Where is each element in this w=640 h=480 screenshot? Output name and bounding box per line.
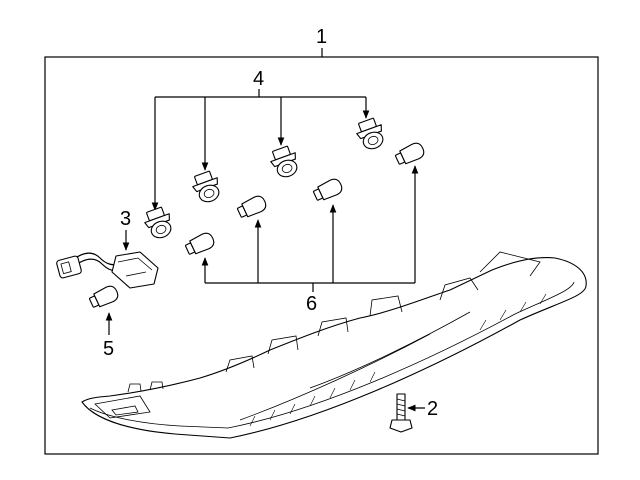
callout-1: 1 <box>316 26 327 57</box>
bulb-socket-4 <box>356 117 384 150</box>
callout-3-label: 3 <box>120 208 131 230</box>
wedge-bulb-4 <box>394 142 425 165</box>
wedge-bulb-5 <box>88 285 119 308</box>
bolt <box>389 393 413 433</box>
callout-3: 3 <box>120 208 131 251</box>
callout-4-label: 4 <box>253 68 264 90</box>
wedge-bulb-1 <box>184 232 215 255</box>
callout-1-label: 1 <box>316 26 327 48</box>
bulb-socket-2 <box>192 170 220 203</box>
wiring-harness <box>56 251 159 289</box>
callout-5-label: 5 <box>103 338 114 360</box>
bulb-socket-1 <box>144 206 172 239</box>
callout-2: 2 <box>407 398 438 420</box>
bulb-socket-3 <box>270 145 298 178</box>
callout-4: 4 <box>151 68 370 211</box>
callout-2-label: 2 <box>427 398 438 420</box>
wedge-bulb-3 <box>312 178 343 201</box>
callout-6-label: 6 <box>306 293 317 315</box>
tail-lamp-housing <box>81 251 587 439</box>
callout-5: 5 <box>103 312 114 360</box>
callout-6: 6 <box>201 165 419 315</box>
wedge-bulb-2 <box>236 195 267 218</box>
